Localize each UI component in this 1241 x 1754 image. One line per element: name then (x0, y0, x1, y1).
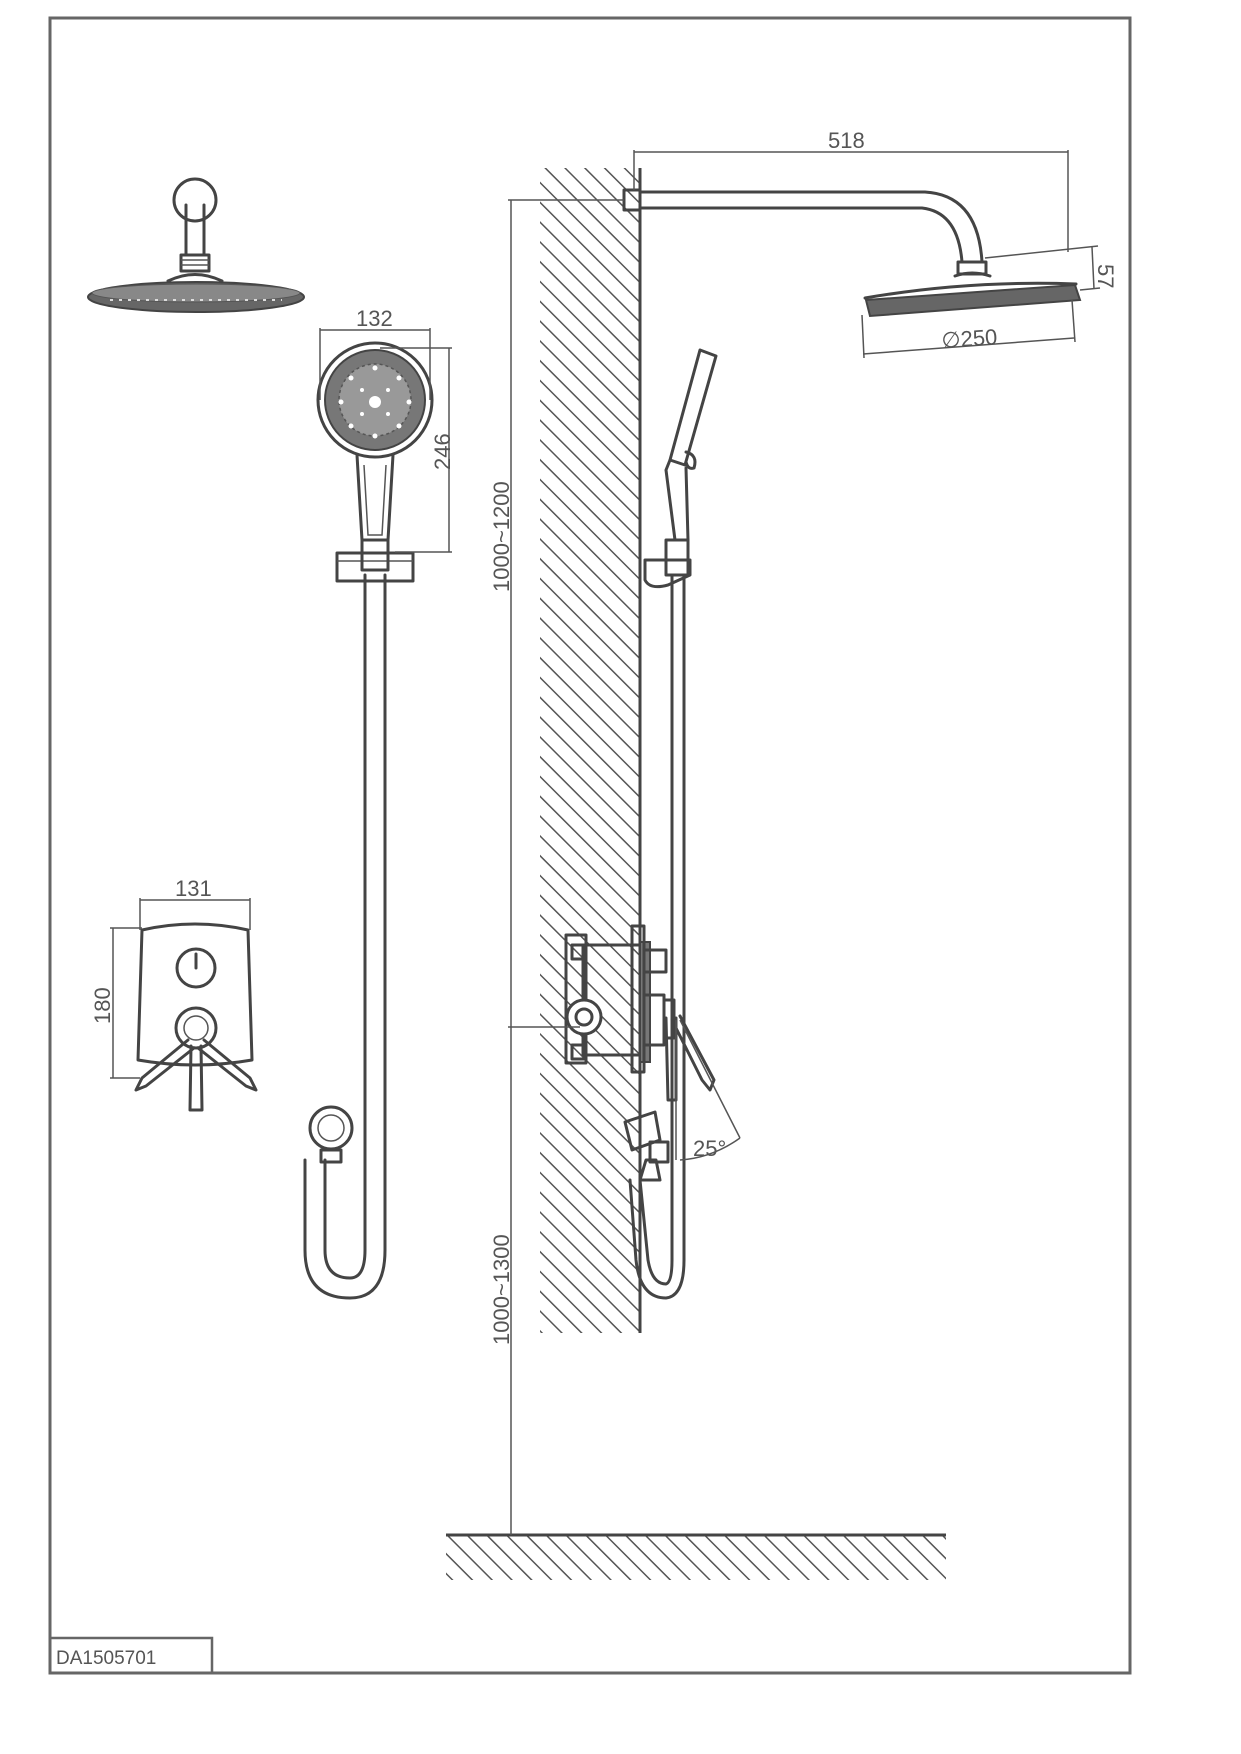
dim-label-1000-1200: 1000~1200 (489, 481, 514, 592)
dim-hand-length: 246 (380, 347, 455, 553)
dim-label-132: 132 (356, 306, 393, 331)
dim-arm-length: 518 (633, 128, 1069, 252)
drawing-border (48, 16, 1132, 1675)
dim-label-180: 180 (90, 987, 115, 1024)
drawing-code: DA1505701 (56, 1648, 156, 1669)
mixer-plate-front (134, 922, 258, 1112)
dim-label-518: 518 (828, 128, 865, 153)
dim-label-57: 57 (1093, 264, 1118, 288)
dim-label-246: 246 (430, 433, 455, 470)
floor-section (446, 1533, 946, 1580)
dim-plate-height: 180 (90, 927, 142, 1079)
dim-head-height: 57 (984, 245, 1118, 291)
shower-arm-side (622, 188, 1082, 318)
hand-shower-front (303, 341, 434, 1300)
dim-hand-width: 132 (319, 306, 431, 400)
dim-upper-height: 1000~1200 (489, 199, 624, 1028)
dim-plate-width: 131 (139, 876, 251, 930)
concealed-valve-side (564, 924, 716, 1102)
dim-lever-angle: 25° (675, 1019, 741, 1161)
dim-label-1000-1300: 1000~1300 (489, 1234, 514, 1345)
title-block: DA1505701 (50, 1636, 214, 1673)
hand-shower-side (623, 348, 718, 1300)
dim-lower-height: 1000~1300 (489, 1027, 514, 1535)
dim-label-250: ∅250 (941, 324, 998, 353)
dim-label-131: 131 (175, 876, 212, 901)
dim-head-diameter: ∅250 (861, 299, 1076, 359)
dim-label-25deg: 25° (693, 1136, 726, 1161)
wall-section (540, 168, 642, 1333)
overhead-shower-perspective (87, 177, 305, 313)
